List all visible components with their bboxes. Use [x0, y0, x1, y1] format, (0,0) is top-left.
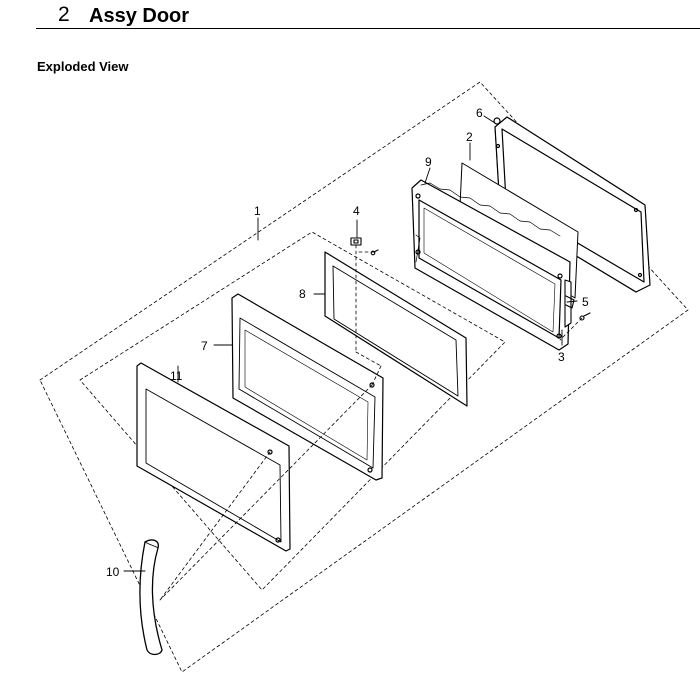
section-title: Assy Door [89, 5, 190, 27]
leader-lines [123, 115, 578, 572]
view-title: Exploded View [37, 59, 129, 74]
callout-10: 10 [106, 565, 120, 579]
assembly-guide-lines [159, 244, 583, 601]
inner-group-outline [79, 231, 506, 591]
callout-2: 2 [466, 130, 473, 144]
part-3-screw [579, 312, 591, 321]
section-number: 2 [58, 3, 70, 26]
callout-11: 11 [170, 369, 183, 383]
part-7-door-frame [231, 293, 384, 481]
assembly-outline [39, 81, 689, 673]
callout-6: 6 [476, 106, 483, 120]
callout-3: 3 [558, 350, 565, 364]
header-rule [36, 28, 700, 29]
part-9-inner-frame [411, 179, 571, 351]
part-10-handle [139, 539, 163, 656]
callout-4: 4 [353, 204, 360, 218]
page-header: 2 Assy Door [0, 0, 700, 34]
callout-9: 9 [425, 155, 432, 169]
callout-5: 5 [582, 295, 589, 309]
part-5-latch [564, 279, 575, 328]
callout-7: 7 [201, 339, 208, 353]
callout-1: 1 [254, 204, 261, 218]
part-11-front-panel [136, 362, 291, 552]
callout-8: 8 [299, 287, 306, 301]
part-8-window-panel [324, 251, 468, 407]
